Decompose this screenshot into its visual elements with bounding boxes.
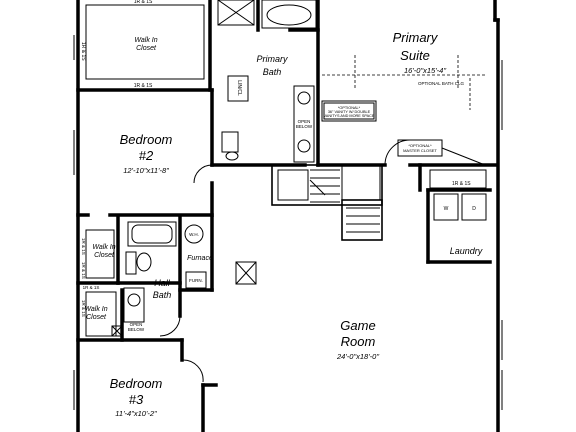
svg-text:12'-10"x11'-8": 12'-10"x11'-8" bbox=[123, 166, 169, 175]
svg-text:#3: #3 bbox=[129, 392, 144, 407]
svg-text:1R & 1S: 1R & 1S bbox=[134, 0, 153, 5]
svg-text:36" VANITY W/ DOUBLE: 36" VANITY W/ DOUBLE bbox=[328, 110, 371, 114]
svg-text:BELOW: BELOW bbox=[128, 327, 145, 332]
svg-text:1R & 1S: 1R & 1S bbox=[81, 238, 86, 255]
svg-text:W: W bbox=[444, 206, 449, 212]
svg-text:Hall: Hall bbox=[154, 278, 171, 288]
svg-text:Suite: Suite bbox=[400, 48, 430, 63]
svg-text:1R & 1S: 1R & 1S bbox=[83, 285, 100, 290]
svg-text:OPEN: OPEN bbox=[130, 322, 143, 327]
svg-text:1R & 1S: 1R & 1S bbox=[81, 300, 86, 317]
svg-text:Primary: Primary bbox=[257, 54, 288, 64]
mid-closet: Walk In Closet 1R & 1S 1R & 1S bbox=[81, 229, 116, 279]
stairs bbox=[271, 164, 383, 241]
bedroom-2: Bedroom #2 12'-10"x11'-8" bbox=[120, 132, 213, 184]
svg-text:Closet: Closet bbox=[94, 252, 115, 259]
svg-text:Closet: Closet bbox=[86, 314, 107, 321]
svg-text:Walk In: Walk In bbox=[92, 244, 115, 251]
svg-text:MASTER CLOSET: MASTER CLOSET bbox=[403, 148, 437, 153]
svg-text:FURN.: FURN. bbox=[189, 278, 203, 283]
svg-text:11'-4"x10'-2": 11'-4"x10'-2" bbox=[115, 409, 157, 418]
svg-text:24'-0"x18'-0": 24'-0"x18'-0" bbox=[336, 352, 379, 361]
svg-text:*OPTIONAL*: *OPTIONAL* bbox=[338, 106, 361, 110]
svg-text:Room: Room bbox=[341, 334, 376, 349]
svg-text:Bedroom: Bedroom bbox=[120, 132, 173, 147]
svg-text:W.H.: W.H. bbox=[189, 232, 199, 237]
game-room: Game Room 24'-0"x18'-0" bbox=[336, 318, 379, 361]
svg-text:Laundry: Laundry bbox=[450, 246, 483, 256]
rod-shelf-label: 1R & 1S bbox=[134, 83, 153, 89]
svg-text:D: D bbox=[472, 206, 476, 212]
svg-text:Closet: Closet bbox=[136, 45, 157, 52]
svg-text:1R & 1S: 1R & 1S bbox=[81, 262, 86, 279]
svg-text:VANITYS AND MORE SPACE: VANITYS AND MORE SPACE bbox=[324, 114, 375, 118]
hall-bath: Hall Bath W.H. Furnace FURN. OPEN BELOW bbox=[123, 221, 257, 337]
svg-text:Bedroom: Bedroom bbox=[110, 376, 163, 391]
svg-text:Walk In: Walk In bbox=[84, 306, 107, 313]
svg-text:1R & 1S: 1R & 1S bbox=[80, 42, 86, 61]
primary-suite: Primary Suite 16'-0"x15'-4" OPTIONAL BAT… bbox=[321, 30, 486, 166]
primary-bath: Primary Bath LIN/CL OPEN BELOW bbox=[217, 0, 317, 163]
windows bbox=[73, 35, 503, 410]
svg-text:16'-0"x15'-4": 16'-0"x15'-4" bbox=[404, 66, 446, 75]
svg-text:#2: #2 bbox=[139, 148, 154, 163]
low-closet: Walk In Closet 1R & 1S 1R & 1S bbox=[81, 285, 123, 337]
svg-text:OPTIONAL BATH CLG: OPTIONAL BATH CLG bbox=[418, 81, 465, 86]
svg-text:Bath: Bath bbox=[153, 290, 172, 300]
laundry: 1R & 1S W D Laundry bbox=[429, 169, 487, 256]
svg-text:Bath: Bath bbox=[263, 67, 282, 77]
svg-text:Game: Game bbox=[340, 318, 375, 333]
bedroom-3: Bedroom #3 11'-4"x10'-2" bbox=[110, 359, 204, 418]
svg-text:Furnace: Furnace bbox=[187, 255, 213, 262]
svg-text:OPEN: OPEN bbox=[298, 119, 311, 124]
svg-text:LIN/CL: LIN/CL bbox=[236, 80, 242, 96]
svg-text:*OPTIONAL*: *OPTIONAL* bbox=[408, 143, 432, 148]
walk-in-closet-top-label: Walk In bbox=[134, 37, 157, 44]
svg-text:Primary: Primary bbox=[393, 30, 439, 45]
top-closet: Walk In Closet 1R & 1S 1R & 1S 1R & 1S bbox=[80, 0, 205, 89]
svg-text:1R & 1S: 1R & 1S bbox=[452, 181, 471, 187]
svg-text:BELOW: BELOW bbox=[296, 124, 313, 129]
